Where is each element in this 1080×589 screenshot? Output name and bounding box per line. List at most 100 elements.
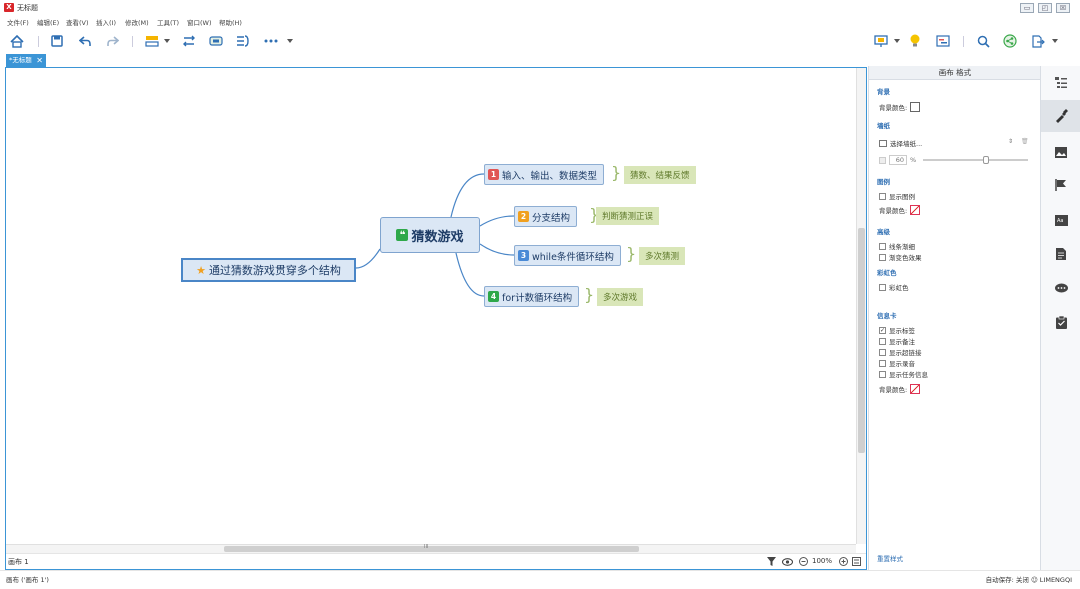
style-icon[interactable]: Aa (1051, 210, 1071, 230)
menu-edit[interactable]: 编辑(E) (37, 19, 60, 27)
close-tab-icon[interactable]: ✕ (36, 56, 43, 65)
show-labels-checkbox[interactable]: ✓ (879, 326, 886, 334)
topic-dropdown-icon[interactable] (163, 34, 171, 48)
summary-note[interactable]: 猜数、结果反馈 (624, 166, 696, 184)
menu-modify[interactable]: 修改(M) (125, 19, 149, 27)
brainstorm-icon[interactable] (908, 34, 922, 48)
eye-icon[interactable] (782, 556, 793, 567)
rainbow-checkbox[interactable] (879, 283, 886, 291)
section-infocard: 信息卡 (877, 312, 897, 320)
more-icon[interactable] (264, 34, 278, 48)
filter-icon[interactable] (766, 556, 777, 567)
show-hyperlinks-row[interactable]: 显示超链接 (879, 347, 922, 357)
opacity-slider-knob[interactable] (983, 156, 990, 164)
menu-insert[interactable]: 插入(I) (96, 19, 116, 27)
show-notes-row[interactable]: 显示备注 (879, 336, 915, 346)
taper-checkbox[interactable] (879, 242, 886, 250)
stepper-icon[interactable]: ⇕ (1008, 138, 1014, 145)
section-wallpaper: 墙纸 (877, 122, 890, 130)
horizontal-scroll-thumb[interactable]: III (224, 544, 639, 552)
menu-help[interactable]: 帮助(H) (219, 19, 242, 27)
close-window-button[interactable]: ☒ (1056, 3, 1070, 13)
boundary-icon[interactable] (209, 34, 223, 48)
central-topic[interactable]: ❝ 猜数游戏 (380, 217, 480, 253)
vertical-scrollbar[interactable] (856, 68, 866, 544)
show-notes-checkbox[interactable] (879, 337, 886, 345)
opacity-input[interactable]: 60 (889, 155, 907, 165)
sheet-tab[interactable]: 画布 1 (8, 558, 29, 566)
show-labels-row[interactable]: ✓ 显示标签 (879, 325, 915, 335)
show-legend-row[interactable]: 显示图例 (879, 191, 915, 201)
infocard-color-swatch[interactable] (910, 384, 921, 394)
show-audio-checkbox[interactable] (879, 359, 886, 367)
infocard-color-row: 背景颜色: (879, 384, 921, 394)
subtopic-4[interactable]: 4 for计数循环结构 (484, 286, 580, 307)
tab-untitled[interactable]: *无标题 ✕ (6, 54, 46, 67)
outline-icon[interactable] (1051, 73, 1071, 93)
summary-note[interactable]: 多次游戏 (597, 288, 644, 306)
home-icon[interactable] (10, 34, 24, 48)
section-legend: 图例 (877, 178, 890, 186)
notes-icon[interactable] (1051, 244, 1071, 264)
wallpaper-select-label: 选择墙纸... (890, 140, 923, 148)
opacity-slider[interactable] (923, 156, 1029, 164)
share-icon[interactable] (1003, 34, 1017, 48)
task-icon[interactable] (1051, 312, 1071, 332)
show-hyperlinks-checkbox[interactable] (879, 348, 886, 356)
export-icon[interactable] (1031, 34, 1045, 48)
delete-wallpaper-icon[interactable]: 🗑 (1021, 138, 1029, 145)
show-task-checkbox[interactable] (879, 370, 886, 378)
zoom-level[interactable]: 100% (812, 557, 833, 565)
legend-color-swatch[interactable] (910, 205, 921, 215)
summary-note[interactable]: 判断猜测正误 (596, 207, 660, 225)
background-color-swatch[interactable] (910, 102, 921, 112)
wallpaper-opacity-row: 60 % (879, 155, 1029, 165)
vertical-scroll-thumb[interactable] (858, 228, 865, 453)
wallpaper-select[interactable]: 选择墙纸... (879, 138, 922, 148)
format-icon[interactable] (1041, 100, 1080, 132)
subtopic-label: while条件循环结构 (532, 251, 614, 263)
show-audio-row[interactable]: 显示录音 (879, 358, 915, 368)
search-icon[interactable] (976, 34, 990, 48)
show-task-row[interactable]: 显示任务信息 (879, 369, 928, 379)
horizontal-scrollbar[interactable]: III (6, 544, 856, 553)
show-legend-checkbox[interactable] (879, 192, 886, 200)
zoom-in-icon[interactable] (838, 556, 849, 567)
root-topic[interactable]: ★ 通过猜数游戏贯穿多个结构 (181, 258, 356, 282)
minimize-button[interactable]: ▭ (1020, 3, 1034, 13)
menu-tools[interactable]: 工具(T) (157, 19, 180, 27)
taper-row[interactable]: 线条渐细 (879, 241, 915, 251)
priority-1-icon: 1 (488, 169, 499, 180)
export-dropdown-icon[interactable] (1051, 34, 1059, 48)
subtopic-1[interactable]: 1 输入、输出、数据类型 (484, 164, 605, 185)
image-icon[interactable] (1051, 142, 1071, 162)
more-dropdown-icon[interactable] (286, 34, 294, 48)
reset-style-link[interactable]: 重置样式 (877, 555, 903, 563)
restore-button[interactable]: ◰ (1038, 3, 1052, 13)
topic-icon[interactable] (145, 34, 159, 48)
subtopic-3[interactable]: 3 while条件循环结构 (514, 245, 621, 266)
mindmap-canvas[interactable]: ★ 通过猜数游戏贯穿多个结构 ❝ 猜数游戏 1 输入、输出、数据类型 } 猜数、… (6, 68, 856, 544)
menu-window[interactable]: 窗口(W) (187, 19, 212, 27)
show-legend-label: 显示图例 (889, 193, 915, 201)
gradient-checkbox[interactable] (879, 253, 886, 261)
presentation-dropdown-icon[interactable] (893, 34, 901, 48)
comment-icon[interactable] (1051, 278, 1071, 298)
summary-icon[interactable] (236, 34, 250, 48)
menu-view[interactable]: 查看(V) (66, 19, 89, 27)
presentation-icon[interactable] (874, 34, 888, 48)
save-icon[interactable] (50, 34, 64, 48)
undo-icon[interactable] (78, 34, 92, 48)
marker-icon[interactable] (1051, 175, 1071, 195)
gradient-row[interactable]: 渐变色效果 (879, 252, 922, 262)
rainbow-row[interactable]: 彩虹色 (879, 282, 909, 292)
menu-file[interactable]: 文件(F) (7, 19, 29, 27)
opacity-checkbox[interactable] (879, 156, 886, 164)
relationship-icon[interactable] (182, 34, 196, 48)
subtopic-2[interactable]: 2 分支结构 (514, 206, 578, 227)
redo-icon[interactable] (106, 34, 120, 48)
zoom-out-icon[interactable] (798, 556, 809, 567)
summary-note[interactable]: 多次猜测 (639, 247, 686, 265)
gantt-icon[interactable] (936, 34, 950, 48)
fit-map-icon[interactable] (851, 556, 862, 567)
